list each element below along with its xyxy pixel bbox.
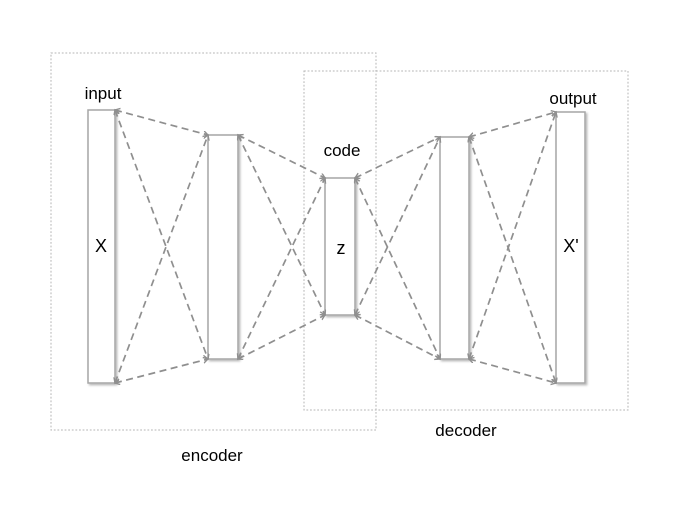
connection-line [469,112,556,137]
code-variable-label: z [336,238,346,258]
connection-line [355,315,440,359]
input-variable-label: X [94,236,108,256]
decoder-hidden-layer-rect [439,136,470,360]
connection-line [115,135,208,383]
connection-line [469,112,556,359]
connection-line [115,110,208,359]
connection-line [469,137,556,383]
output-layer-rect [555,111,586,384]
encoder-hidden-layer-rect [207,134,239,360]
encoder-group-label: encoder [181,446,243,465]
connection-line [355,137,440,178]
connection-line [238,135,325,178]
connection-line [238,135,325,315]
connection-line [355,137,440,315]
connection-line [469,359,556,383]
code-layer-label: code [323,141,361,160]
output-layer-label: output [549,89,597,108]
connection-line [115,359,208,383]
encoder-group-box [50,52,377,431]
connection-line [115,110,208,135]
connection-line [355,178,440,359]
input-layer-label: input [84,84,122,103]
connection-line [238,178,325,359]
connection-line [238,315,325,359]
output-variable-label: X' [563,236,579,256]
decoder-group-label: decoder [435,421,497,440]
